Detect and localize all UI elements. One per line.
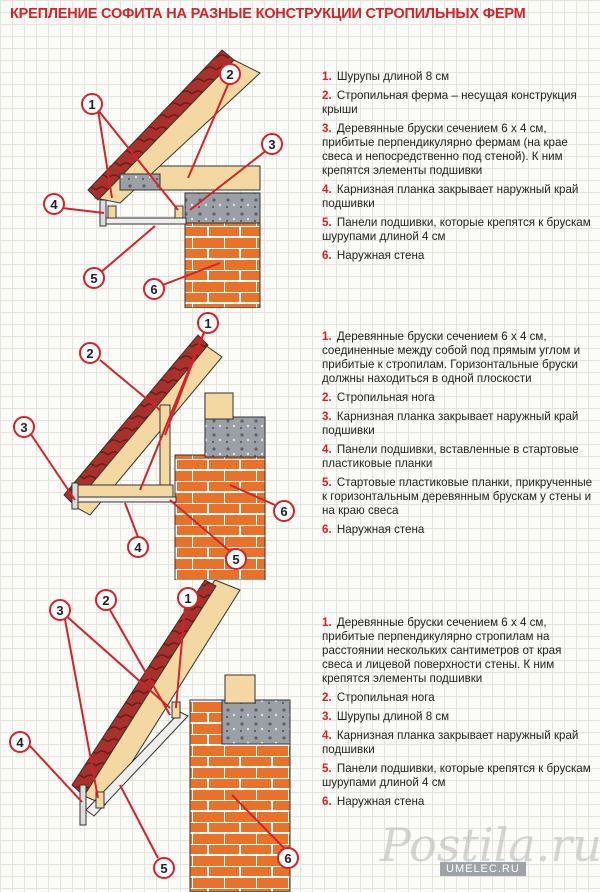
- badge-2: 2: [95, 589, 117, 611]
- concrete-beam: [221, 699, 291, 745]
- diagram-truss-3: 1 2 3 4 5 6: [9, 580, 299, 892]
- concrete-beam: [204, 416, 266, 458]
- svg-text:5: 5: [90, 271, 97, 286]
- badge-2: 2: [79, 342, 101, 364]
- badge-6: 6: [273, 500, 295, 522]
- legend-diagram-2: 1. Деревянные бруски сечением 6 х 4 см, …: [322, 330, 594, 542]
- wood-post: [204, 392, 234, 420]
- legend-item: 1. Деревянные бруски сечением 6 х 4 см, …: [322, 616, 562, 685]
- badge-1: 1: [177, 587, 199, 609]
- svg-text:6: 6: [280, 504, 287, 519]
- svg-text:3: 3: [268, 137, 275, 152]
- svg-text:3: 3: [20, 420, 27, 435]
- badge-4: 4: [43, 193, 65, 215]
- badge-2: 2: [219, 63, 241, 85]
- watermark: Postila.ru UMELEC.RU: [380, 818, 600, 888]
- svg-text:1: 1: [184, 591, 191, 606]
- legend-item: 3. Шурупы длиной 8 см: [322, 710, 450, 723]
- legend-item: 3. Деревянные бруски сечением 6 х 4 см, …: [322, 122, 568, 177]
- legend-item: 1. Шурупы длиной 8 см: [322, 70, 450, 83]
- svg-text:1: 1: [204, 316, 211, 331]
- svg-text:3: 3: [56, 603, 63, 618]
- svg-text:2: 2: [226, 67, 233, 82]
- svg-text:5: 5: [160, 861, 167, 876]
- legend-item: 2. Стропильная нога: [322, 391, 435, 404]
- svg-text:4: 4: [134, 540, 142, 555]
- legend-item: 5. Стартовые пластиковые планки, прикруч…: [322, 476, 593, 517]
- badge-5: 5: [225, 548, 247, 570]
- badge-5: 5: [153, 857, 175, 879]
- soffit-panel: [103, 217, 187, 225]
- legend-item: 4. Карнизная планка закрывает наружный к…: [322, 729, 579, 756]
- badge-5: 5: [83, 267, 105, 289]
- legend-item: 6. Наружная стена: [322, 795, 425, 808]
- fascia-strip: [79, 784, 87, 826]
- badge-3: 3: [49, 599, 71, 621]
- legend-item: 2. Стропильная нога: [322, 691, 435, 704]
- legend-item: 1. Деревянные бруски сечением 6 х 4 см, …: [322, 330, 581, 385]
- legend-diagram-3: 1. Деревянные бруски сечением 6 х 4 см, …: [322, 616, 594, 814]
- svg-text:4: 4: [50, 197, 58, 212]
- page-title: КРЕПЛЕНИЕ СОФИТА НА РАЗНЫЕ КОНСТРУКЦИИ С…: [10, 6, 526, 22]
- watermark-sub: UMELEC.RU: [440, 862, 526, 876]
- legend-item: 6. Наружная стена: [322, 249, 425, 262]
- soffit-panel: [75, 496, 177, 503]
- brick-wall: [174, 454, 266, 580]
- badge-6: 6: [277, 847, 299, 869]
- batten-horizontal: [77, 484, 174, 498]
- insulation-block: [119, 173, 161, 191]
- svg-text:6: 6: [150, 282, 157, 297]
- svg-text:1: 1: [88, 97, 95, 112]
- soffit-panel: [85, 711, 189, 817]
- badge-6: 6: [143, 278, 165, 300]
- batten-edge: [107, 205, 117, 219]
- roof-tiles: [63, 334, 209, 506]
- badge-1: 1: [197, 312, 219, 334]
- svg-text:5: 5: [232, 552, 239, 567]
- diagram-truss-2: 1 2 3 4 5 6: [13, 312, 295, 580]
- badge-3: 3: [13, 416, 35, 438]
- legend-item: 2. Стропильная ферма – несущая конструкц…: [322, 89, 577, 116]
- svg-text:2: 2: [86, 346, 93, 361]
- concrete-beam: [184, 192, 261, 224]
- badge-1: 1: [81, 93, 103, 115]
- legend-item: 5. Панели подшивки, которые крепятся к б…: [322, 216, 591, 243]
- legend-diagram-1: 1. Шурупы длиной 8 см 2. Стропильная фер…: [322, 70, 594, 268]
- legend-item: 4. Карнизная планка закрывает наружный к…: [322, 183, 579, 210]
- legend-item: 6. Наружная стена: [322, 523, 425, 536]
- watermark-main: Postila.ru: [380, 818, 600, 872]
- roof-tiles: [87, 49, 235, 201]
- badge-4: 4: [127, 536, 149, 558]
- svg-text:2: 2: [102, 593, 109, 608]
- legend-item: 5. Панели подшивки, которые крепятся к б…: [322, 762, 591, 789]
- svg-text:6: 6: [284, 851, 291, 866]
- diagram-truss-1: 1 2 3 4 5 6: [43, 49, 283, 308]
- batten-edge: [95, 791, 105, 809]
- wood-post: [224, 674, 256, 704]
- legend-item: 3. Карнизная планка закрывает наружный к…: [322, 410, 579, 437]
- badge-3: 3: [261, 133, 283, 155]
- svg-text:4: 4: [16, 735, 24, 750]
- badge-4: 4: [9, 731, 31, 753]
- legend-item: 4. Панели подшивки, вставленные в старто…: [322, 443, 579, 470]
